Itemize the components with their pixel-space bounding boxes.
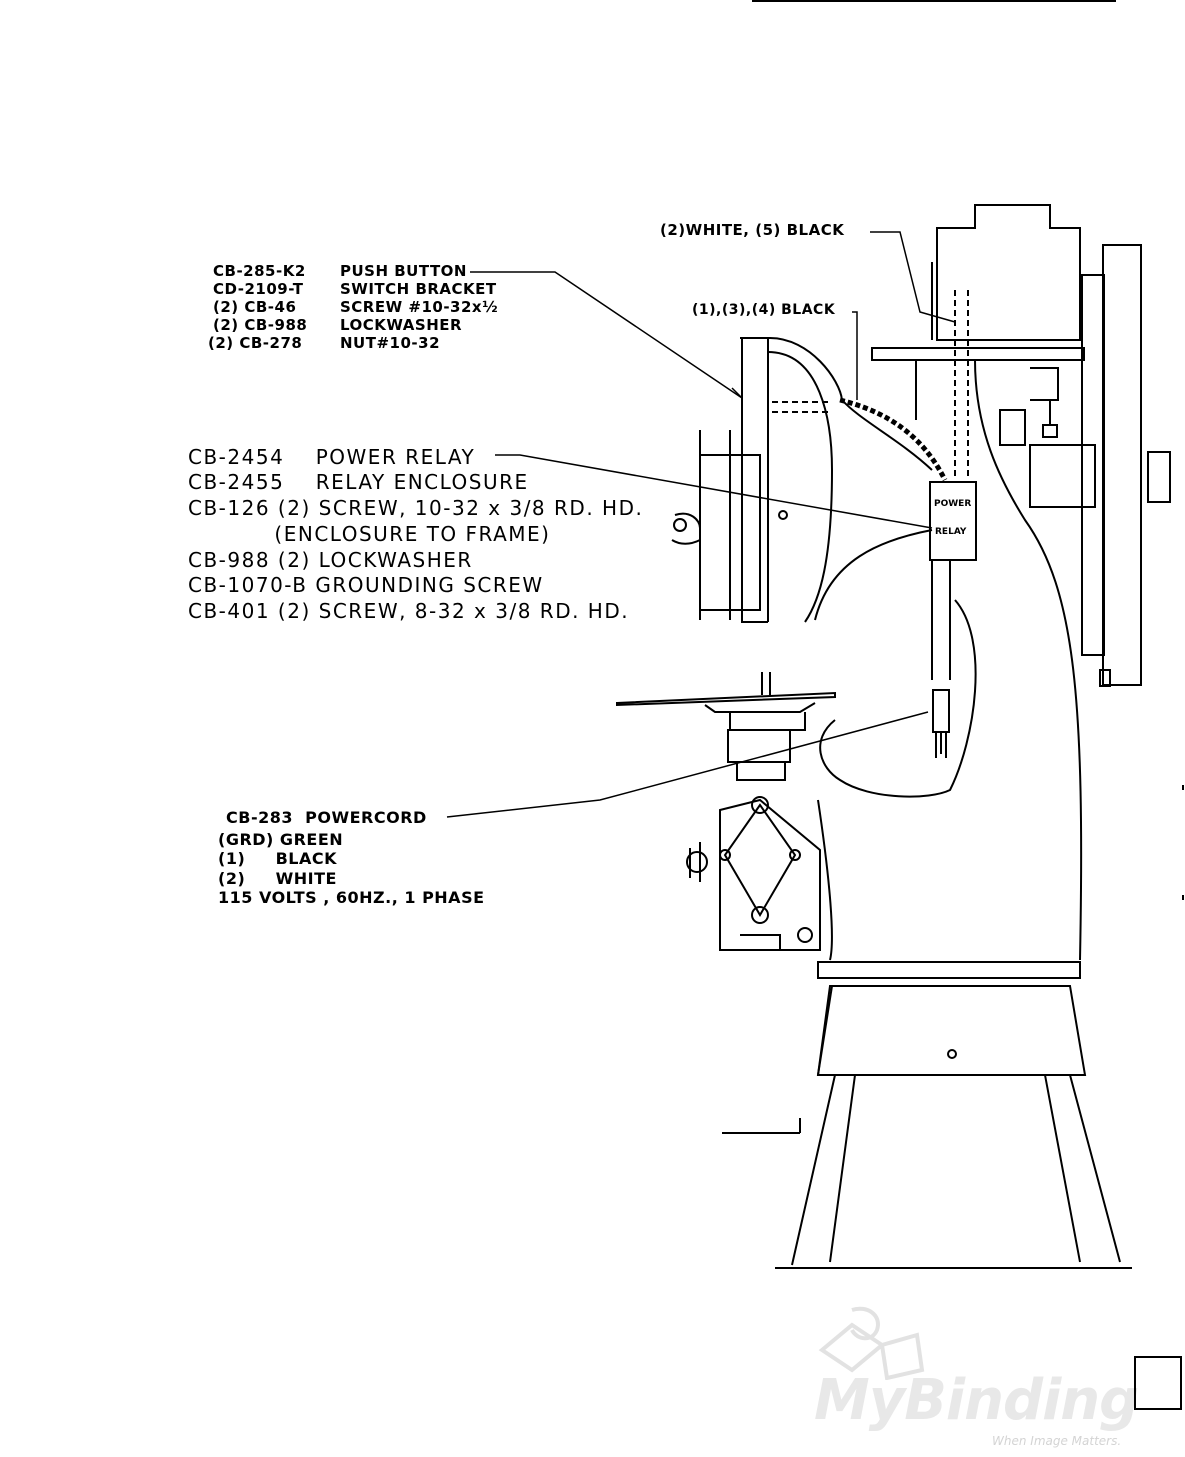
top-plate xyxy=(871,347,1085,420)
cable-conduit xyxy=(772,290,969,482)
relay-part-line: CB-988 (2) LOCKWASHER xyxy=(188,548,473,572)
motor xyxy=(931,204,1081,341)
relay-part-line: CB-126 (2) SCREW, 10-32 x 3/8 RD. HD. xyxy=(188,496,644,520)
frame-body xyxy=(974,359,1096,961)
power-relay-box xyxy=(929,481,977,758)
header-rule xyxy=(752,0,1116,2)
leader-lines xyxy=(446,231,956,818)
work-table xyxy=(616,672,836,781)
ram-arm xyxy=(671,337,933,623)
toggle-linkage xyxy=(686,796,821,951)
top-wire-label: (2)WHITE, (5) BLACK xyxy=(660,221,845,239)
relay-part-line: CB-2454 POWER RELAY xyxy=(188,445,476,469)
relay-part-line: (ENCLOSURE TO FRAME) xyxy=(188,522,551,546)
watermark-brand: MyBinding xyxy=(814,1368,1139,1433)
part-description: SCREW #10-32x½ xyxy=(340,298,499,316)
page-number-box xyxy=(1134,1356,1182,1410)
edge-marks xyxy=(1099,669,1184,900)
relay-part-line: CB-401 (2) SCREW, 8-32 x 3/8 RD. HD. xyxy=(188,599,630,623)
powercord-line: (2) WHITE xyxy=(218,869,337,888)
part-number: (2) CB-988 xyxy=(213,316,308,334)
part-description: LOCKWASHER xyxy=(340,316,463,334)
part-number: CD-2109-T xyxy=(213,280,304,298)
mid-wire-label: (1),(3),(4) BLACK xyxy=(692,302,836,318)
relay-box-label-top: POWER xyxy=(934,499,972,509)
watermark: MyBinding When Image Matters. xyxy=(812,1300,1182,1450)
watermark-logo-icon xyxy=(818,1306,925,1380)
part-description: PUSH BUTTON xyxy=(340,262,467,280)
base-and-legs xyxy=(722,961,1132,1269)
powercord-line: 115 VOLTS , 60HZ., 1 PHASE xyxy=(218,888,485,907)
powercord-line: CB-283 POWERCORD xyxy=(226,808,427,827)
relay-part-line: CB-2455 RELAY ENCLOSURE xyxy=(188,470,529,494)
part-description: SWITCH BRACKET xyxy=(340,280,497,298)
powercord-line: (GRD) GREEN xyxy=(218,830,344,849)
powercord-line: (1) BLACK xyxy=(218,849,338,868)
part-number: (2) CB-46 xyxy=(213,298,297,316)
flywheel xyxy=(1081,244,1171,686)
part-description: NUT#10-32 xyxy=(340,334,441,352)
watermark-tagline: When Image Matters. xyxy=(992,1434,1122,1448)
part-number: CB-285-K2 xyxy=(213,262,306,280)
relay-part-line: CB-1070-B GROUNDING SCREW xyxy=(188,573,544,597)
relay-box-label-bottom: RELAY xyxy=(935,527,967,537)
gooseneck-lower xyxy=(814,529,977,961)
part-number: (2) CB-278 xyxy=(208,334,303,352)
